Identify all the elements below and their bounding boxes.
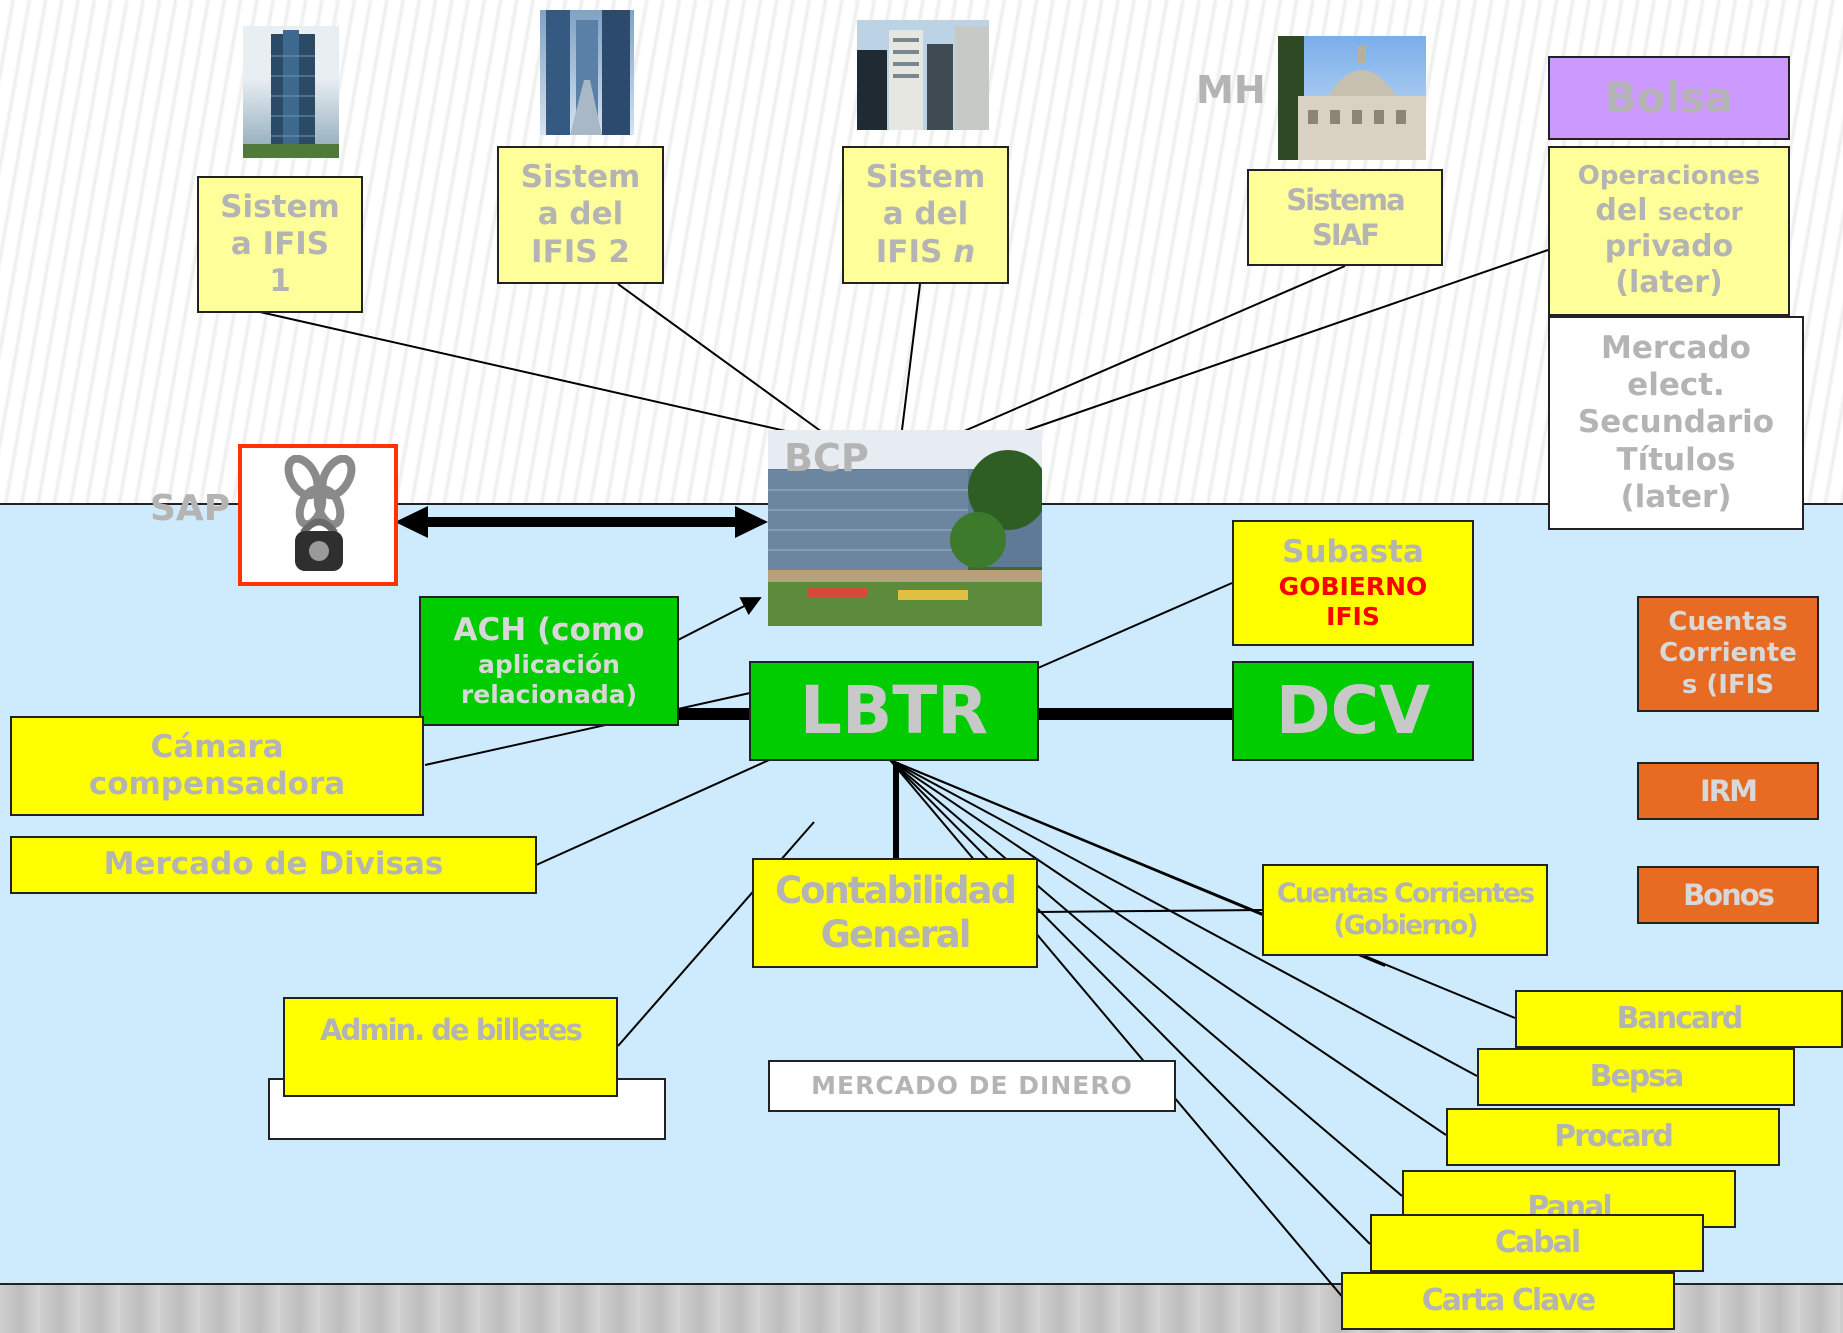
- operaciones-line1: Operaciones: [1577, 161, 1761, 192]
- ifisn-line3-text: IFIS: [875, 233, 954, 270]
- bepsa-box: Bepsa: [1477, 1048, 1795, 1106]
- cuentas-corrientes-ifis-box: Cuentas Corriente s (IFIS: [1637, 596, 1819, 712]
- chain-padlock-icon: [284, 455, 356, 571]
- ifisn-line1: Sistem: [865, 159, 986, 196]
- operaciones-line2-a: del: [1595, 192, 1658, 228]
- operaciones-line2: del sector: [1595, 193, 1742, 229]
- operaciones-line2-b: sector: [1657, 197, 1743, 226]
- bolsa-box: Bolsa: [1548, 56, 1790, 140]
- carta-clave-box: Carta Clave: [1341, 1272, 1675, 1330]
- sistema-ifis2-box: Sistem a del IFIS 2: [497, 146, 664, 284]
- subasta-line3: IFIS: [1326, 601, 1380, 631]
- bancard-box: Bancard: [1515, 990, 1843, 1048]
- cuentas-corrientes-gobierno-box: Cuentas Corrientes (Gobierno): [1262, 864, 1548, 956]
- building-photo-ifisn: [857, 20, 989, 130]
- procard-box: Procard: [1446, 1108, 1780, 1166]
- bcp-building-photo: [768, 430, 1042, 626]
- sistema-ifisn-box: Sistem a del IFIS n: [842, 146, 1009, 284]
- ach-box: ACH (como aplicación relacionada): [419, 596, 679, 726]
- building-photo-mh: [1278, 36, 1426, 160]
- subasta-line2: GOBIERNO: [1278, 571, 1428, 601]
- mercado-de-dinero-box: MERCADO DE DINERO: [768, 1060, 1176, 1112]
- ach-line1: ACH (como: [453, 612, 645, 649]
- mercado-divisas-box: Mercado de Divisas: [10, 836, 537, 894]
- sap-label: SAP: [150, 488, 231, 529]
- sap-lock-box: [238, 444, 398, 586]
- mercado-elect-secundario-box: Mercado elect. Secundario Títulos (later…: [1548, 316, 1804, 530]
- building-photo-ifis1: [243, 26, 339, 158]
- subasta-line1: Subasta: [1282, 534, 1424, 571]
- operaciones-line3: privado: [1604, 228, 1734, 264]
- cabal-box: Cabal: [1370, 1214, 1704, 1272]
- operaciones-line4: (later): [1615, 264, 1723, 300]
- irm-box: IRM: [1637, 762, 1819, 820]
- ach-line2: aplicación: [478, 649, 620, 679]
- bonos-box: Bonos: [1637, 866, 1819, 924]
- ach-line3: relacionada): [460, 679, 638, 709]
- subasta-box: Subasta GOBIERNO IFIS: [1232, 520, 1474, 646]
- bcp-label: BCP: [784, 436, 869, 480]
- camara-compensadora-box: Cámara compensadora: [10, 716, 424, 816]
- sistema-siaf-box: Sistema SIAF: [1247, 169, 1443, 266]
- operaciones-sector-privado-box: Operaciones del sector privado (later): [1548, 146, 1790, 316]
- sistema-ifis1-box: Sistem a IFIS 1: [197, 176, 363, 313]
- mh-label: MH: [1196, 68, 1266, 112]
- ifisn-line3-italic: n: [953, 233, 976, 270]
- admin-billetes-box: Admin. de billetes: [283, 997, 618, 1097]
- ifisn-line2: a del: [882, 196, 969, 233]
- ifisn-line3: IFIS n: [876, 234, 975, 271]
- building-photo-ifis2: [540, 10, 634, 135]
- lbtr-box: LBTR: [749, 661, 1039, 761]
- contabilidad-general-box: Contabilidad General: [752, 858, 1038, 968]
- dcv-box: DCV: [1232, 661, 1474, 761]
- sap-bcp-double-arrow: [395, 506, 768, 538]
